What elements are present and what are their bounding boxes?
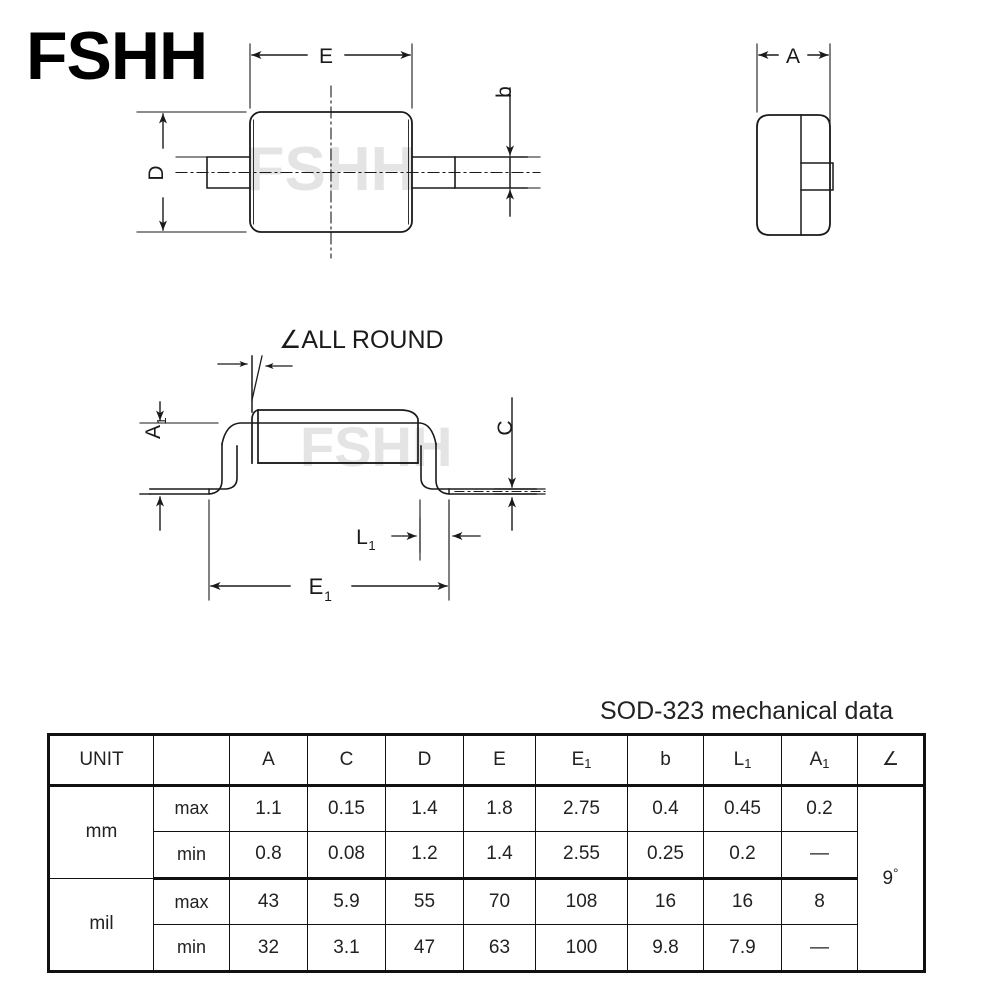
value-cell: 5.9 <box>307 877 386 926</box>
header-col-E: E <box>463 733 536 787</box>
value-cell: 7.9 <box>703 924 782 973</box>
svg-text:1: 1 <box>368 538 375 553</box>
value-cell: 0.2 <box>781 784 858 833</box>
svg-text:E: E <box>309 574 324 599</box>
svg-text:L: L <box>356 526 368 549</box>
value-cell: 1.8 <box>463 784 536 833</box>
dimension-label-b: b <box>493 86 516 98</box>
brand-logo: FSHH <box>26 18 208 94</box>
value-cell: 0.4 <box>627 784 704 833</box>
table-title: SOD-323 mechanical data <box>600 697 894 725</box>
value-cell: 32 <box>229 924 308 973</box>
value-cell: 8 <box>781 877 858 926</box>
value-cell: — <box>781 831 858 880</box>
all-round-note: ∠ALL ROUND <box>279 326 444 354</box>
value-cell: 63 <box>463 924 536 973</box>
value-cell: 0.8 <box>229 831 308 880</box>
value-cell: 1.1 <box>229 784 308 833</box>
header-col-E1: E1 <box>535 733 628 787</box>
value-cell: 2.55 <box>535 831 628 880</box>
dimension-label-L1: L 1 <box>356 526 375 553</box>
value-cell: 1.4 <box>385 784 464 833</box>
dimension-label-D: D <box>145 165 168 180</box>
value-cell: 16 <box>703 877 782 926</box>
dimension-label-A1: A 1 <box>142 417 169 439</box>
minmax-label-min: min <box>153 831 230 880</box>
value-cell: — <box>781 924 858 973</box>
unit-label-mil: mil <box>47 877 154 974</box>
value-cell: 2.75 <box>535 784 628 833</box>
header-col-b: b <box>627 733 704 787</box>
svg-text:A: A <box>142 425 165 439</box>
value-cell: 47 <box>385 924 464 973</box>
minmax-label-max: max <box>153 784 230 833</box>
value-cell: 100 <box>535 924 628 973</box>
angle-value-cell: 9° <box>857 784 926 973</box>
unit-label-mm: mm <box>47 784 154 879</box>
svg-text:1: 1 <box>154 417 169 424</box>
value-cell: 0.25 <box>627 831 704 880</box>
value-cell: 0.15 <box>307 784 386 833</box>
dimension-label-E1: E 1 <box>309 574 332 604</box>
dimension-label-A: A <box>786 45 800 68</box>
header-col-angle: ∠ <box>857 733 926 787</box>
minmax-label-min: min <box>153 924 230 973</box>
svg-text:1: 1 <box>324 588 332 604</box>
header-blank <box>153 733 230 787</box>
minmax-label-max: max <box>153 877 230 926</box>
value-cell: 55 <box>385 877 464 926</box>
header-col-A: A <box>229 733 308 787</box>
header-col-A1: A1 <box>781 733 858 787</box>
value-cell: 0.2 <box>703 831 782 880</box>
value-cell: 9.8 <box>627 924 704 973</box>
value-cell: 108 <box>535 877 628 926</box>
value-cell: 16 <box>627 877 704 926</box>
header-col-L1: L1 <box>703 733 782 787</box>
watermark-side-view: FSHH <box>300 415 452 478</box>
dimension-label-C: C <box>494 420 517 435</box>
dimension-label-E: E <box>319 45 333 68</box>
value-cell: 3.1 <box>307 924 386 973</box>
header-col-C: C <box>307 733 386 787</box>
header-unit: UNIT <box>47 733 154 787</box>
header-col-D: D <box>385 733 464 787</box>
value-cell: 43 <box>229 877 308 926</box>
value-cell: 0.45 <box>703 784 782 833</box>
value-cell: 70 <box>463 877 536 926</box>
value-cell: 1.2 <box>385 831 464 880</box>
value-cell: 0.08 <box>307 831 386 880</box>
value-cell: 1.4 <box>463 831 536 880</box>
